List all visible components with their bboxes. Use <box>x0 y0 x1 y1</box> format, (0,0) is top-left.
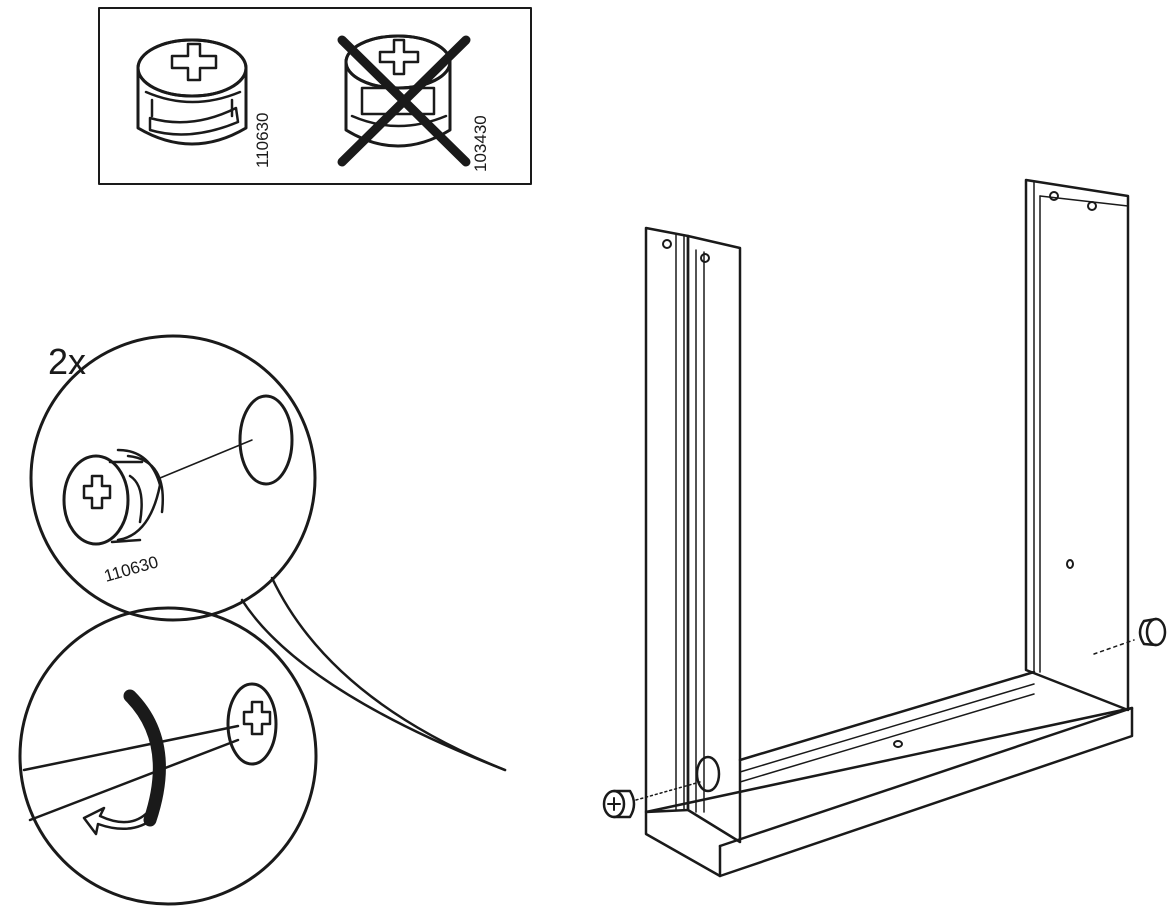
detail-circle-tighten <box>18 606 318 906</box>
left-side-panel <box>644 226 742 844</box>
detail-part-number: 110630 <box>102 552 161 586</box>
rotate-arrow-icon <box>82 689 166 836</box>
right-side-panel <box>1024 178 1130 712</box>
cam-lock-left-icon <box>602 781 701 819</box>
left-cam-hole <box>695 755 721 793</box>
quantity-label: 2x <box>48 341 86 382</box>
base-hole <box>893 740 903 748</box>
callout-tail-lower <box>240 598 507 772</box>
cam-lock-icon <box>62 448 164 546</box>
cam-lock-legend: 110630 103430 <box>98 7 532 185</box>
frame-assembly-drawing <box>602 178 1167 878</box>
detail-circle-insert <box>29 334 317 622</box>
hole-outline <box>238 394 294 486</box>
cam-lock-right-icon <box>1093 617 1167 655</box>
screwdriver-icon <box>22 724 240 822</box>
correct-part-number: 110630 <box>253 113 272 168</box>
insert-detail-callout: 110630 2x <box>18 334 507 906</box>
wrong-part-number: 103430 <box>471 115 490 172</box>
base-panel <box>644 706 1134 878</box>
cam-lock-correct-icon <box>136 38 248 146</box>
cross-out-icon <box>337 35 471 167</box>
cam-lock-wrong-icon <box>337 34 471 167</box>
cam-lock-face-icon <box>226 682 278 766</box>
legend-frame <box>98 7 532 185</box>
callout-tail-upper <box>270 576 507 772</box>
insert-direction-line <box>159 439 253 479</box>
